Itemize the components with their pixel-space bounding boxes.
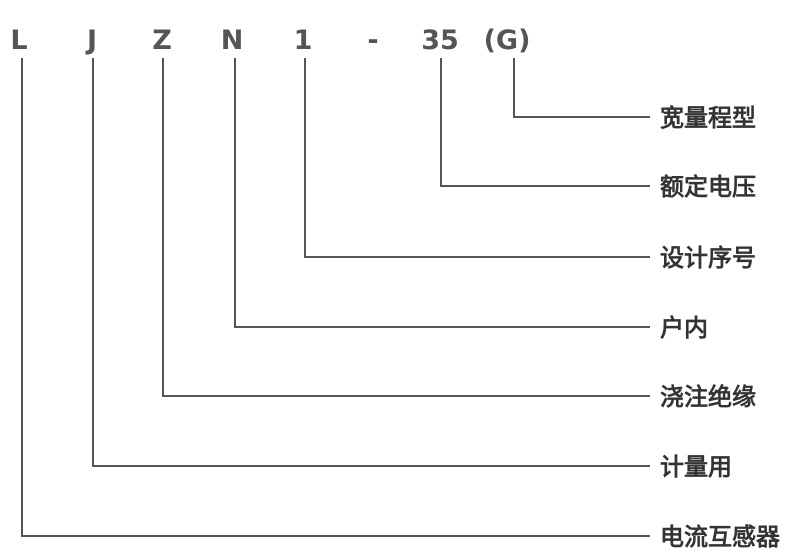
leader-line-n xyxy=(234,58,650,328)
label-indoor: 户内 xyxy=(660,314,708,342)
leader-line-l xyxy=(21,58,650,537)
label-metering: 计量用 xyxy=(660,453,732,481)
leader-line-g xyxy=(513,58,650,118)
label-rated-voltage: 额定电压 xyxy=(660,173,756,201)
label-wide-range-type: 宽量程型 xyxy=(660,104,756,132)
code-char-dash: - xyxy=(367,25,378,56)
code-char-l: L xyxy=(10,25,27,56)
leader-line-j xyxy=(92,58,650,467)
code-char-35: 35 xyxy=(421,25,459,56)
leader-line-1 xyxy=(304,58,650,258)
leader-line-z xyxy=(162,58,650,397)
code-char-z: Z xyxy=(152,25,172,56)
label-current-transformer: 电流互感器 xyxy=(660,523,781,551)
code-char-j: J xyxy=(85,25,97,56)
code-char-g: (G) xyxy=(484,25,531,56)
leader-line-35 xyxy=(440,58,650,187)
label-design-serial: 设计序号 xyxy=(660,244,756,272)
code-char-n: N xyxy=(221,25,244,56)
code-char-1: 1 xyxy=(294,25,313,56)
label-cast-insulation: 浇注绝缘 xyxy=(660,383,756,411)
